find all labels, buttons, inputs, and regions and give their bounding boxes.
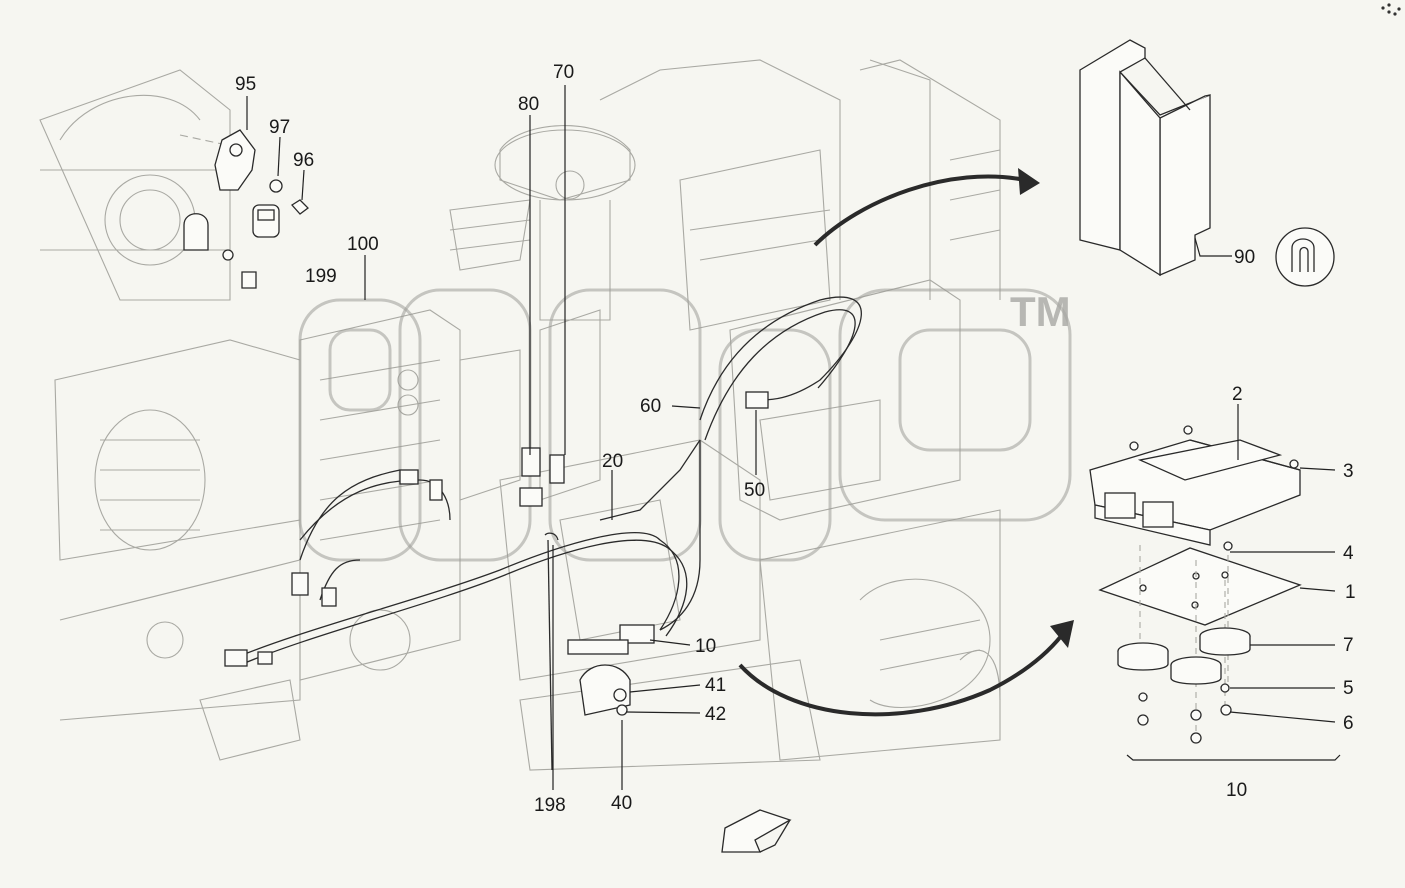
callout-1: 1 <box>1345 582 1356 603</box>
callout-50: 50 <box>744 480 765 501</box>
cover-part-90 <box>1079 39 1211 277</box>
callout-100: 100 <box>347 234 379 255</box>
callout-7: 7 <box>1343 635 1354 656</box>
zoom-dots-icon <box>1381 3 1401 16</box>
callout-5: 5 <box>1343 678 1354 699</box>
edge-seal-icon <box>1275 227 1335 287</box>
callout-42: 42 <box>705 704 726 725</box>
callout-4: 4 <box>1343 543 1354 564</box>
callout-3: 3 <box>1343 461 1354 482</box>
leader-lines <box>246 85 1336 790</box>
callout-96: 96 <box>293 150 314 171</box>
callout-20: 20 <box>602 451 623 472</box>
callout-41: 41 <box>705 675 726 696</box>
sensor-assembly <box>179 129 309 289</box>
machine-background-art <box>39 59 1001 771</box>
direction-arrow-icon <box>721 809 792 853</box>
callout-70: 70 <box>553 62 574 83</box>
callout-10-main: 10 <box>695 636 716 657</box>
callout-10-ecu: 10 <box>1226 780 1247 801</box>
wiring-harness <box>224 296 862 771</box>
callout-60: 60 <box>640 396 661 417</box>
ecu-assembly <box>1089 425 1341 761</box>
callout-6: 6 <box>1343 713 1354 734</box>
callout-labels: 95 97 96 100 199 80 70 60 20 50 90 2 3 4… <box>235 62 1356 816</box>
transfer-arrows <box>738 168 1074 717</box>
callout-80: 80 <box>518 94 539 115</box>
watermark-logo: TM <box>298 288 1072 562</box>
callout-90: 90 <box>1234 247 1255 268</box>
callout-2: 2 <box>1232 384 1243 405</box>
callout-97: 97 <box>269 117 290 138</box>
callout-198: 198 <box>534 795 566 816</box>
callout-95: 95 <box>235 74 256 95</box>
watermark-trademark: TM <box>1010 288 1071 335</box>
callout-40: 40 <box>611 793 632 814</box>
callout-199: 199 <box>305 266 337 287</box>
